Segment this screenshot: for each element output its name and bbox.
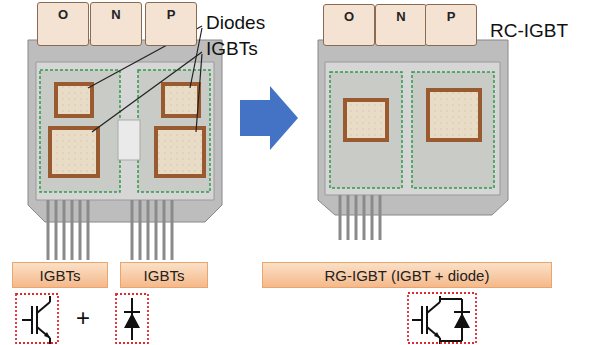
node-text: P xyxy=(426,9,476,24)
node-text: IGBTs xyxy=(40,267,81,284)
plus-sign: + xyxy=(76,304,90,332)
part-label: IGBTs xyxy=(206,38,258,60)
terminal-tab: P xyxy=(425,4,477,46)
node-text: O xyxy=(38,7,88,22)
node-text: IGBTs xyxy=(144,267,185,284)
part-label: Diodes xyxy=(206,12,265,34)
terminal-tab: O xyxy=(37,2,89,46)
node-text: N xyxy=(376,9,426,24)
terminal-tab: N xyxy=(375,4,427,46)
node-text: O xyxy=(324,9,374,24)
node-text: P xyxy=(146,7,196,22)
node-text: RG-IGBT (IGBT + diode) xyxy=(325,267,490,284)
category-box: RG-IGBT (IGBT + diode) xyxy=(262,262,552,288)
part-label: RC-IGBT xyxy=(490,20,568,42)
terminal-tab: O xyxy=(323,4,375,46)
terminal-tab: N xyxy=(90,2,142,46)
terminal-tab: P xyxy=(145,2,197,46)
category-box: IGBTs xyxy=(12,262,108,288)
category-box: IGBTs xyxy=(120,262,208,288)
node-text: N xyxy=(91,7,141,22)
